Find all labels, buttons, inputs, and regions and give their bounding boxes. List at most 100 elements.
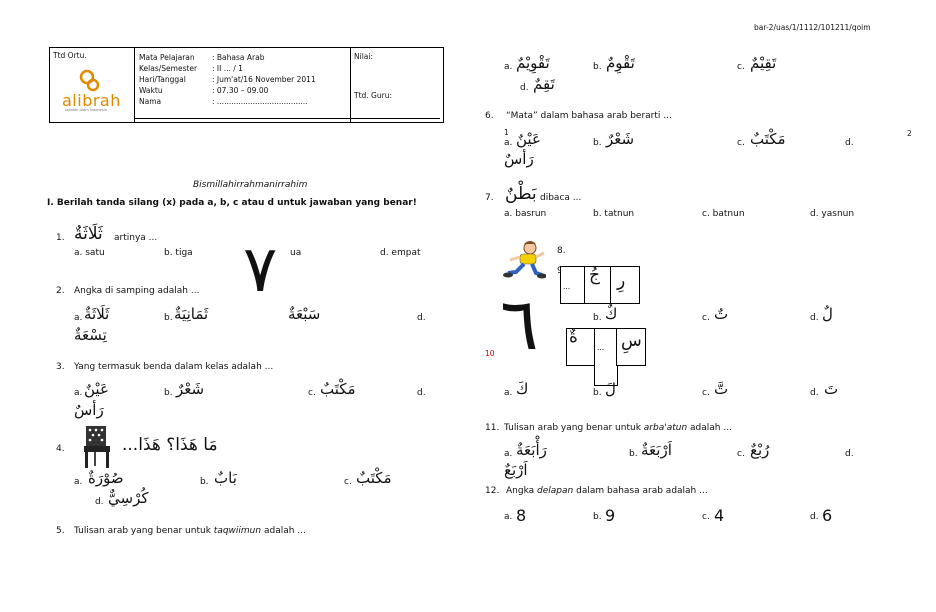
q10-blank-dots: ... xyxy=(597,343,605,352)
q3-option-d[interactable]: d. xyxy=(417,388,426,398)
q3-option-c[interactable]: c. xyxy=(308,388,316,398)
q12-number: 12. xyxy=(485,486,500,496)
q4-option-a-arabic: صُوْرَةٌ xyxy=(88,469,124,487)
q4-option-b[interactable]: b. xyxy=(200,477,209,487)
q6-option-c[interactable]: c. xyxy=(737,138,745,148)
q2-number: 2. xyxy=(56,286,65,296)
chair-image xyxy=(84,426,110,468)
info-value: : II ... / 1 xyxy=(212,64,243,73)
q2-option-d[interactable]: d. xyxy=(417,313,426,323)
q10-option-d[interactable]: d. xyxy=(810,388,819,398)
q9-blank-box[interactable]: ... xyxy=(560,266,586,304)
q7-option-b[interactable]: b. tatnun xyxy=(593,209,635,219)
q8-number: 8. xyxy=(557,246,566,256)
arabic-numeral-seven: ٧ xyxy=(243,233,278,307)
q12-option-a-value: 8 xyxy=(516,506,527,525)
q3-option-a[interactable]: a. xyxy=(74,388,83,398)
q12-text-before: Angka xyxy=(506,486,535,496)
logo-mark-icon xyxy=(79,69,100,92)
q10-option-a[interactable]: a. xyxy=(504,388,513,398)
q11-option-b-arabic: اَرْبَعَةٌ xyxy=(641,441,672,459)
q10-prev-option-b[interactable]: b. xyxy=(593,313,602,323)
q6-option-b-arabic: شَعْرٌ xyxy=(606,130,635,148)
q12-option-a[interactable]: a. xyxy=(504,512,513,522)
q10-option-b[interactable]: b. xyxy=(593,388,602,398)
q3-option-b[interactable]: b. xyxy=(164,388,173,398)
q11-term: arba'atun xyxy=(643,423,688,433)
q2-option-a[interactable]: a. xyxy=(74,313,83,323)
q10-prev-option-d-arabic: لٌ xyxy=(822,305,833,323)
info-value: : 07.30 – 09.00 xyxy=(212,86,269,95)
q5-option-a[interactable]: a. xyxy=(504,62,513,72)
q10-prev-option-d[interactable]: d. xyxy=(810,313,819,323)
page-number: 2 xyxy=(907,129,912,138)
q10-blank-box[interactable]: ... xyxy=(594,328,618,386)
q11-option-c-arabic: رُبْعٌ xyxy=(750,441,770,459)
q1-option-d[interactable]: d. empat xyxy=(380,248,421,258)
instruction: I. Berilah tanda silang (x) pada a, b, c… xyxy=(47,198,417,208)
q11-option-b[interactable]: b. xyxy=(629,449,638,459)
q12-text-after: dalam bahasa arab adalah ... xyxy=(576,486,708,496)
header-divider xyxy=(135,118,440,119)
q7-arabic: بَطْنٌ xyxy=(505,184,537,204)
q11-option-c[interactable]: c. xyxy=(737,449,745,459)
q12-option-d[interactable]: d. xyxy=(810,512,819,522)
q5-option-b[interactable]: b. xyxy=(593,62,602,72)
q7-option-c[interactable]: c. batnun xyxy=(702,209,745,219)
q2-text: Angka di samping adalah ... xyxy=(74,286,200,296)
q5-option-c[interactable]: c. xyxy=(737,62,745,72)
q6-margin-mark: 1 xyxy=(504,128,509,137)
q5-option-a-arabic: تَقْوِيْمٌ xyxy=(516,54,550,72)
info-label: Hari/Tanggal xyxy=(139,75,186,84)
q3-number: 3. xyxy=(56,362,65,372)
teacher-signature-label: Ttd. Guru: xyxy=(354,91,392,100)
school-logo: alibrah sekolah islam indonesia xyxy=(62,68,132,112)
q10-prev-option-b-arabic: كٌ xyxy=(605,305,618,323)
grade-label: Nilai: xyxy=(354,52,373,61)
q6-option-a[interactable]: a. xyxy=(504,138,513,148)
q11-option-a-arabic: رَأْبَعَةٌ xyxy=(516,441,547,459)
q4-option-d[interactable]: d. xyxy=(95,497,104,507)
q12-option-c[interactable]: c. xyxy=(702,512,710,522)
q12-option-b[interactable]: b. xyxy=(593,512,602,522)
q10-option-c[interactable]: c. xyxy=(702,388,710,398)
q12-option-b-value: 9 xyxy=(605,506,616,525)
q5-option-d[interactable]: d. xyxy=(520,83,529,93)
logo-text: alibrah xyxy=(62,91,121,110)
q9-letter-box: جُ xyxy=(584,265,612,304)
q2-option-d-arabic: تِسْعَةٌ xyxy=(74,326,107,344)
bismillah: Bismillahirrahmanirrahim xyxy=(193,180,308,190)
q12-option-d-value: 6 xyxy=(822,506,833,525)
info-values: : Bahasa Arab : II ... / 1 : Jum'at/16 N… xyxy=(212,52,316,107)
q3-option-c-arabic: مَكْتَبٌ xyxy=(320,380,356,398)
q4-option-a[interactable]: a. xyxy=(74,477,83,487)
q4-number: 4. xyxy=(56,444,65,454)
grade-cell: Nilai: Ttd. Guru: xyxy=(352,48,443,122)
q11-option-d[interactable]: d. xyxy=(845,449,854,459)
q2-option-b[interactable]: b. xyxy=(164,313,173,323)
q4-option-c[interactable]: c. xyxy=(344,477,352,487)
q1-option-b[interactable]: b. tiga xyxy=(164,248,193,258)
q1-arabic: ثَلَاثَةٌ xyxy=(74,224,103,244)
q7-option-d[interactable]: d. yasnun xyxy=(810,209,855,219)
q3-option-a-arabic: عَيْنٌ xyxy=(84,380,109,398)
q5-number: 5. xyxy=(56,526,65,536)
q2-option-b-arabic: ثَمَانِيَةٌ xyxy=(174,305,209,323)
q1-option-a[interactable]: a. satu xyxy=(74,248,105,258)
q6-option-d-arabic: رَأسٌ xyxy=(504,150,534,168)
q4-option-b-arabic: بَابٌ xyxy=(214,469,237,487)
q1-option-c[interactable]: ua xyxy=(290,248,302,258)
q6-option-b[interactable]: b. xyxy=(593,138,602,148)
q10-option-b-arabic: لَ xyxy=(605,380,616,398)
q10-prev-option-c[interactable]: c. xyxy=(702,313,710,323)
q11-option-a[interactable]: a. xyxy=(504,449,513,459)
name-field[interactable]: : ...................................... xyxy=(212,97,308,106)
q10-letter-box: ةٌ xyxy=(566,327,596,366)
q11-number: 11. xyxy=(485,423,500,433)
running-boy-image xyxy=(503,241,546,279)
subject-info-cell: Mata Pelajaran Kelas/Semester Hari/Tangg… xyxy=(136,48,351,122)
q7-option-a[interactable]: a. basrun xyxy=(504,209,547,219)
parent-signature-cell: Ttd Ortu. alibrah sekolah islam indonesi… xyxy=(50,48,135,122)
q6-option-d[interactable]: d. xyxy=(845,138,854,148)
q2-option-c-arabic[interactable]: سَبْعَةٌ xyxy=(288,305,321,323)
